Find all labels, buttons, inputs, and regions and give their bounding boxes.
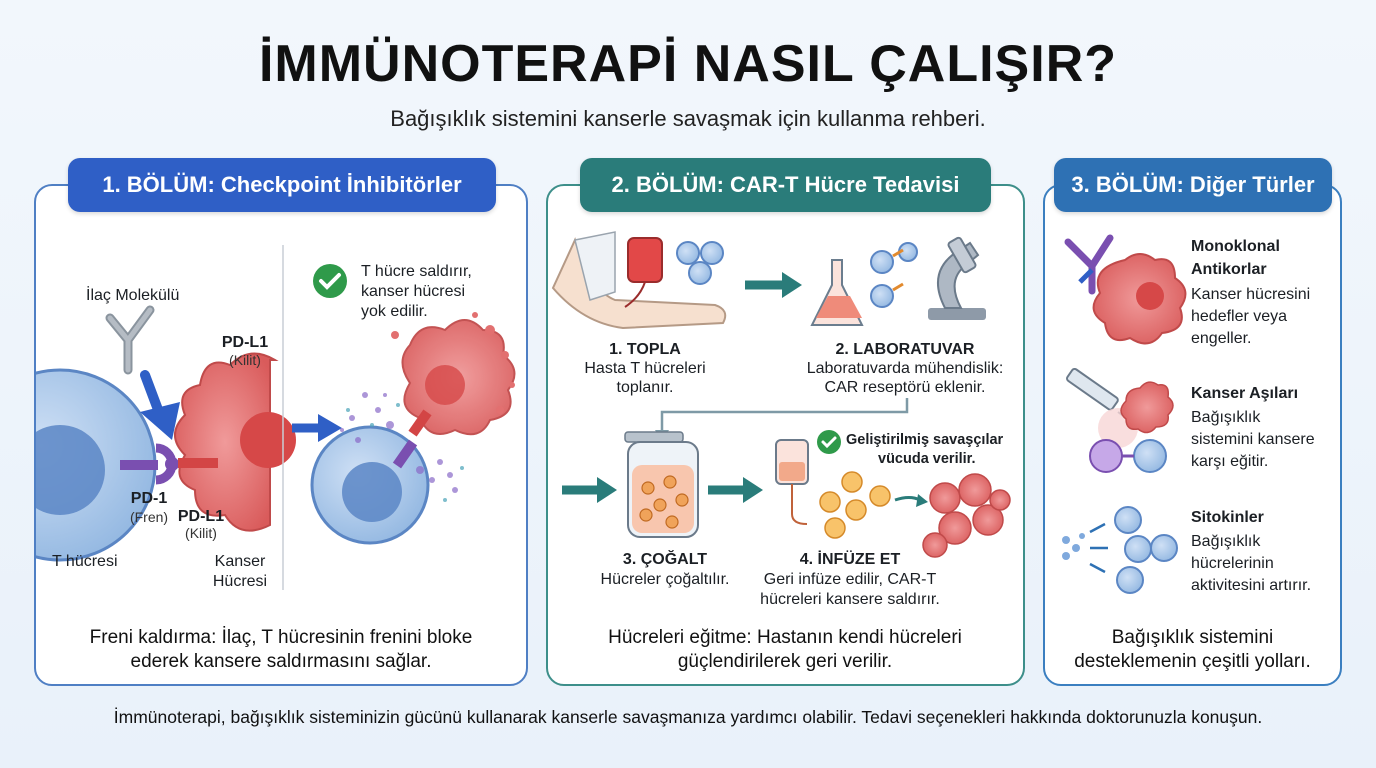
section2-header: 2. BÖLÜM: CAR-T Hücre Tedavisi: [580, 158, 991, 212]
item1-text-2: hedefler veya: [1191, 308, 1288, 325]
section2-footer-line2: güçlendirilerek geri verilir.: [677, 650, 893, 672]
down-arrow-icon: [140, 370, 180, 440]
step3-title: 3. ÇOĞALT: [622, 551, 708, 568]
section3-footer-line1: Bağışıklık sistemini: [1111, 627, 1274, 648]
arrow-right-icon-1: [745, 272, 802, 298]
callout-text-2: vücuda verilir.: [878, 451, 976, 467]
step2-title: 2. LABORATUVAR: [835, 341, 975, 358]
item3-text-3: aktivitesini artırır.: [1191, 577, 1312, 594]
step2-text-1: Laboratuvarda mühendislik:: [806, 360, 1004, 377]
attacking-t-cell-icon: [310, 392, 464, 545]
section3-footer: Bağışıklık sistemini desteklemenin çeşit…: [1050, 626, 1335, 674]
cytokines-icon: [1062, 506, 1178, 594]
section1-footer-line1: Freni kaldırma: İlaç, T hücresinin freni…: [89, 627, 473, 648]
t-cells-small-icon: [676, 241, 724, 285]
attacked-cancer-cell-icon: [391, 312, 516, 436]
pd1-label: PD-1: [130, 490, 168, 507]
check-icon-1: [313, 264, 347, 298]
cancer-cell-label-2: Hücresi: [212, 573, 268, 590]
item3-text-1: Bağışıklık: [1191, 533, 1261, 550]
step1-text-1: Hasta T hücreleri: [584, 360, 706, 377]
vaccine-cells-icon: [1089, 381, 1174, 473]
item1-text-1: Kanser hücresini: [1191, 286, 1311, 303]
section3-footer-line2: desteklemenin çeşitli yolları.: [1074, 650, 1311, 672]
cancer-cell-large-icon: [174, 352, 296, 532]
arrow-right-icon-3: [708, 477, 763, 503]
cancer-cluster-icon: [922, 473, 1011, 558]
pd1-sublabel: (Fren): [129, 509, 169, 525]
cancer-cell-small-icon-1: [1092, 253, 1187, 345]
item3-text-2: hücrelerinin: [1191, 555, 1274, 572]
result-text-3: yok edilir.: [361, 303, 428, 320]
section2-footer: Hücreleri eğitme: Hastanın kendi hücrele…: [560, 626, 1010, 674]
item1-title-2: Antikorlar: [1191, 261, 1267, 278]
pdl1-top-sublabel: (Kilit): [229, 352, 261, 368]
section1-footer-line2: ederek kansere saldırmasını sağlar.: [130, 650, 432, 672]
drug-molecule-icon: [105, 305, 155, 375]
step2-text-2: CAR reseptörü eklenir.: [824, 379, 986, 396]
step1-title: 1. TOPLA: [609, 341, 681, 358]
pdl1-top-label: PD-L1: [221, 334, 269, 351]
step4-text-1: Geri infüze edilir, CAR-T: [763, 571, 937, 588]
flask-icon: [810, 259, 864, 326]
result-text-2: kanser hücresi: [361, 283, 466, 300]
infused-car-t-cells-icon: [819, 471, 891, 539]
check-icon-2: [817, 430, 841, 454]
page-subtitle: Bağışıklık sistemini kanserle savaşmak i…: [390, 106, 986, 131]
section1-footer: Freni kaldırma: İlaç, T hücresinin freni…: [56, 626, 506, 674]
car-t-cells-icon: [870, 242, 918, 308]
item2-title: Kanser Aşıları: [1191, 385, 1299, 402]
item2-text-1: Bağışıklık: [1191, 409, 1261, 426]
arm-blood-bag-icon: [551, 231, 727, 330]
step3-text-1: Hücreler çoğaltılır.: [600, 571, 730, 588]
step1-text-2: toplanır.: [616, 379, 674, 396]
iv-bag-icon: [775, 439, 809, 525]
item2-text-3: karşı eğitir.: [1191, 453, 1269, 470]
item1-text-3: engeller.: [1191, 330, 1252, 347]
callout-text-1: Geliştirilmiş savaşçılar: [846, 432, 1004, 448]
microscope-icon: [928, 236, 986, 320]
result-text-1: T hücre saldırır,: [361, 263, 472, 280]
arrow-right-icon-2: [562, 477, 617, 503]
section3-header: 3. BÖLÜM: Diğer Türler: [1054, 158, 1332, 212]
item1-title-1: Monoklonal: [1191, 238, 1280, 255]
item2-text-2: sistemini kansere: [1191, 431, 1315, 448]
bioreactor-icon: [624, 431, 699, 538]
step4-text-2: hücreleri kansere saldırır.: [760, 591, 940, 608]
pdl1-bottom-sublabel: (Kilit): [185, 525, 217, 541]
t-cell-label: T hücresi: [52, 553, 118, 570]
step4-title: 4. İNFÜZE ET: [799, 551, 901, 568]
pdl1-bottom-label: PD-L1: [177, 508, 225, 525]
arrow-to-cancer-icon: [894, 494, 928, 507]
antibody-icon: [1064, 234, 1114, 295]
right-arrow-icon: [292, 414, 342, 442]
section2-footer-line1: Hücreleri eğitme: Hastanın kendi hücrele…: [608, 627, 962, 648]
drug-molecule-label: İlaç Molekülü: [86, 287, 180, 304]
bottom-note: İmmünoterapi, bağışıklık sisteminizin gü…: [113, 707, 1263, 727]
page-title: İMMÜNOTERAPİ NASIL ÇALIŞIR?: [258, 35, 1118, 93]
section1-header: 1. BÖLÜM: Checkpoint İnhibitörler: [68, 158, 496, 212]
item3-title: Sitokinler: [1191, 509, 1264, 526]
pd1-receptor-icon: [120, 443, 218, 485]
cancer-cell-label-1: Kanser: [214, 553, 266, 570]
